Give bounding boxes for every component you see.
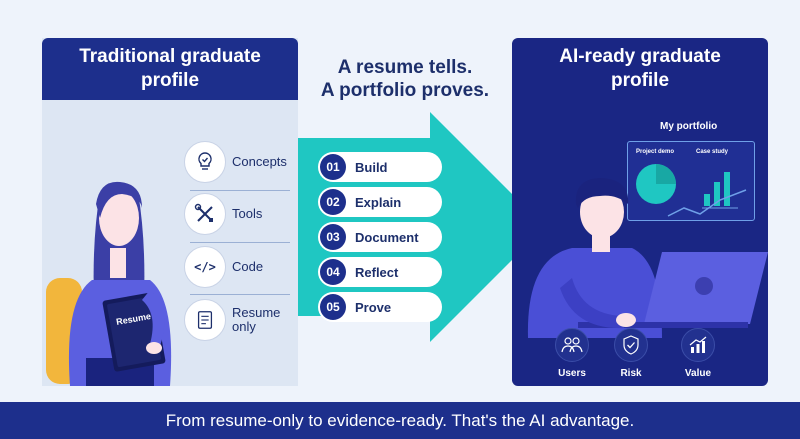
metric-risk: Risk: [611, 328, 651, 379]
ai-ready-profile-header: AI-ready graduate profile: [512, 38, 768, 100]
step-number: 05: [320, 294, 346, 320]
feature-code: </> Code: [184, 241, 294, 293]
step-explain: 02 Explain: [318, 187, 442, 217]
dashboard-label-case-study: Case study: [696, 149, 729, 155]
divider: [190, 242, 290, 243]
traditional-profile-title: Traditional graduate profile: [79, 46, 261, 91]
metric-label: Value: [684, 368, 712, 379]
graduate-professional-illustration: [527, 178, 768, 338]
portfolio-dashboard: Project demo Case study: [627, 141, 755, 221]
step-label: Reflect: [355, 264, 399, 280]
growth-chart-icon: [681, 328, 715, 362]
users-icon: [555, 328, 589, 362]
step-label: Build: [355, 159, 388, 175]
step-number: 02: [320, 189, 346, 215]
step-label: Prove: [355, 299, 392, 315]
metric-label: Users: [558, 368, 586, 379]
tagline-line-2: A portfolio proves.: [320, 80, 490, 101]
footer-text: From resume-only to evidence-ready. That…: [165, 410, 635, 430]
feature-concepts: Concepts: [184, 136, 294, 188]
feature-label: Concepts: [232, 154, 287, 169]
ai-ready-profile-title: AI-ready graduate profile: [559, 46, 721, 91]
traditional-profile-header: Traditional graduate profile: [42, 38, 298, 100]
lightbulb-icon: [184, 141, 226, 183]
shield-check-icon: [614, 328, 648, 362]
document-icon: [184, 299, 226, 341]
step-build: 01 Build: [318, 152, 442, 182]
portfolio-title: My portfolio: [660, 121, 718, 132]
metric-label: Risk: [620, 368, 642, 379]
code-brackets-icon: </>: [184, 246, 226, 288]
step-number: 03: [320, 224, 346, 250]
tagline: A resume tells. A portfolio proves.: [300, 56, 510, 102]
divider: [190, 190, 290, 191]
divider: [190, 294, 290, 295]
step-prove: 05 Prove: [318, 292, 442, 322]
step-reflect: 04 Reflect: [318, 257, 442, 287]
step-label: Document: [355, 229, 419, 245]
dashboard-graphics: [636, 164, 747, 217]
feature-label: Tools: [232, 206, 263, 221]
feature-label: Code: [232, 259, 264, 274]
step-number: 04: [320, 259, 346, 285]
metric-value: Value: [678, 328, 718, 379]
step-label: Explain: [355, 194, 402, 210]
tagline-line-1: A resume tells.: [337, 57, 473, 78]
feature-tools: Tools: [184, 188, 294, 240]
step-document: 03 Document: [318, 222, 442, 252]
wrench-screwdriver-icon: [184, 193, 226, 235]
footer-banner: From resume-only to evidence-ready. That…: [0, 402, 800, 439]
traditional-profile-panel: Traditional graduate profile Resume Conc…: [42, 38, 298, 386]
graduate-student-illustration: [46, 181, 172, 386]
ai-ready-profile-panel: AI-ready graduate profile My portfolio P…: [512, 38, 768, 386]
feature-resume-only: Resume only: [184, 294, 294, 346]
step-number: 01: [320, 154, 346, 180]
metric-users: Users: [552, 328, 592, 379]
feature-label: Resume only: [232, 305, 281, 334]
dashboard-label-project-demo: Project demo: [636, 149, 675, 155]
